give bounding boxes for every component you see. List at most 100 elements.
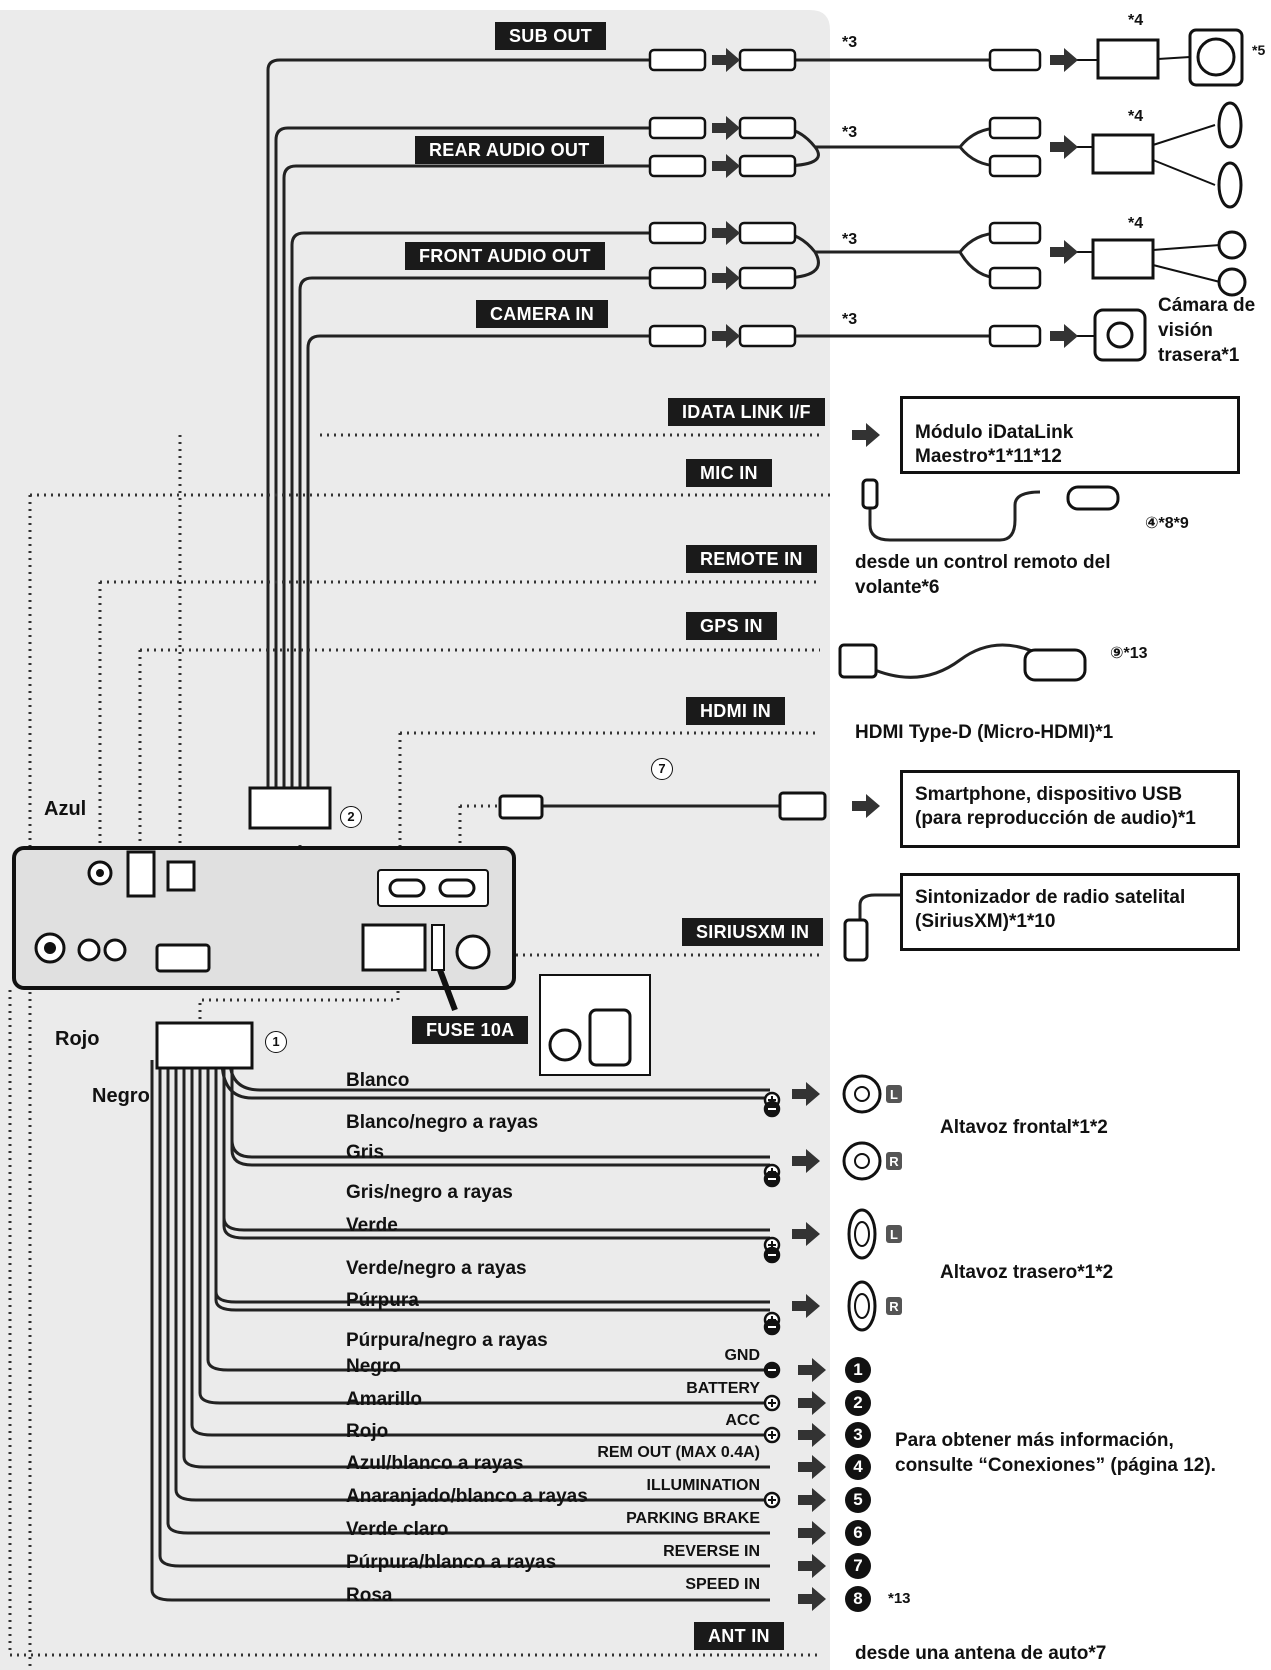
- speaker-wire-label: Verde/negro a rayas: [346, 1258, 527, 1279]
- fuse-tag: FUSE 10A: [412, 1016, 529, 1044]
- rear-speaker-label: Altavoz trasero*1*2: [940, 1262, 1114, 1283]
- rear-audio-out-tag: REAR AUDIO OUT: [415, 136, 604, 164]
- speaker-arrow-1: [792, 1149, 820, 1173]
- rca-arrow-0: [712, 48, 740, 72]
- front-audio-out-tag: FRONT AUDIO OUT: [405, 242, 605, 270]
- camera-in-tag: CAMERA IN: [476, 300, 609, 328]
- note-amp-1: *4: [1128, 12, 1144, 29]
- speaker-side-label: R: [889, 1154, 899, 1169]
- ant-in-tag: ANT IN: [694, 1622, 784, 1650]
- speaker-side-label: L: [890, 1227, 898, 1242]
- idatalink-box: Módulo iDataLink Maestro*1*11*12: [900, 396, 1240, 474]
- mic-in-tag: MIC IN: [686, 459, 772, 487]
- power-wire-label: Púrpura/blanco a rayas: [346, 1552, 557, 1573]
- polarity-minus-icon: [763, 1100, 781, 1118]
- more-info: Para obtener más información, consulte “…: [895, 1430, 1216, 1476]
- note-rear: *3: [842, 124, 858, 141]
- note-subwoofer: *5: [1252, 42, 1266, 58]
- rojo-label: Rojo: [55, 1028, 100, 1050]
- siriusxm-in-tag: SIRIUSXM IN: [682, 918, 824, 946]
- polarity-minus-icon: [763, 1318, 781, 1336]
- negro-label: Negro: [92, 1085, 150, 1107]
- speaker-icon-2: L: [847, 1208, 902, 1260]
- speaker-wire-label: Púrpura: [346, 1290, 419, 1311]
- polarity-minus-icon: [763, 1170, 781, 1188]
- power-arrow-3: [798, 1455, 826, 1479]
- note-camera: *3: [842, 311, 858, 328]
- power-wire-label: Rosa: [346, 1585, 393, 1606]
- connection-number: 1: [845, 1357, 871, 1383]
- connection-number: 8: [845, 1586, 871, 1612]
- gps-in-tag: GPS IN: [686, 612, 777, 640]
- note-amp-2: *4: [1128, 108, 1144, 125]
- idatalink-arrow: [852, 423, 880, 447]
- speaker-wire-label: Blanco/negro a rayas: [346, 1112, 539, 1133]
- connection-number: 7: [845, 1553, 871, 1579]
- rca-arrow-2: [712, 154, 740, 178]
- remote-in-tag: REMOTE IN: [686, 545, 817, 573]
- front-speaker-label: Altavoz frontal*1*2: [940, 1117, 1108, 1138]
- rca-arrow-3: [712, 221, 740, 245]
- polarity-minus-icon: [763, 1246, 781, 1264]
- note-speed: *13: [888, 1590, 911, 1607]
- speaker-side-label: R: [889, 1299, 899, 1314]
- speaker-wire-label: Gris: [346, 1142, 385, 1163]
- signal-label: PARKING BRAKE: [626, 1510, 760, 1527]
- polarity-plus-icon: [763, 1426, 781, 1444]
- speaker-wire-label: Gris/negro a rayas: [346, 1182, 513, 1203]
- antenna-label: desde una antena de auto*7: [855, 1643, 1107, 1664]
- power-arrow-5: [798, 1521, 826, 1545]
- speaker-side-label: L: [890, 1087, 898, 1102]
- signal-label: ACC: [725, 1412, 760, 1429]
- sub-out-tag: SUB OUT: [495, 22, 607, 50]
- connection-number: 6: [845, 1520, 871, 1546]
- speaker-arrow-0: [792, 1082, 820, 1106]
- note-sub: *3: [842, 34, 858, 51]
- note-front: *3: [842, 231, 858, 248]
- speaker-icon-1: R: [842, 1141, 902, 1181]
- signal-label: ILLUMINATION: [646, 1477, 760, 1494]
- power-arrow-6: [798, 1554, 826, 1578]
- signal-label: GND: [724, 1347, 760, 1364]
- power-wire-label: Amarillo: [346, 1389, 423, 1410]
- polarity-minus-icon: [763, 1361, 781, 1379]
- output-arrow-0: [1050, 48, 1078, 72]
- polarity-plus-icon: [763, 1491, 781, 1509]
- connection-number: 4: [845, 1454, 871, 1480]
- sirius-box: Sintonizador de radio satelital (SiriusX…: [900, 873, 1240, 951]
- camera-label: Cámara de visión trasera*1: [1158, 295, 1256, 366]
- rca-arrow-1: [712, 116, 740, 140]
- gps-ref: ⑨*13: [1110, 645, 1148, 662]
- power-arrow-4: [798, 1488, 826, 1512]
- speaker-wire-label: Verde: [346, 1215, 398, 1236]
- power-arrow-0: [798, 1358, 826, 1382]
- signal-label: BATTERY: [686, 1380, 760, 1397]
- signal-label: REM OUT (MAX 0.4A): [597, 1444, 760, 1461]
- rca-arrow-5: [712, 324, 740, 348]
- power-wire-label: Azul/blanco a rayas: [346, 1453, 524, 1474]
- polarity-plus-icon: [763, 1394, 781, 1412]
- signal-label: SPEED IN: [685, 1576, 760, 1593]
- connection-number: 5: [845, 1487, 871, 1513]
- power-arrow-1: [798, 1391, 826, 1415]
- speaker-arrow-2: [792, 1222, 820, 1246]
- signal-label: REVERSE IN: [663, 1543, 760, 1560]
- power-wire-label: Anaranjado/blanco a rayas: [346, 1486, 588, 1507]
- connection-number: 3: [845, 1422, 871, 1448]
- output-arrow-1: [1050, 135, 1078, 159]
- speaker-wire-label: Blanco: [346, 1070, 410, 1091]
- ref-2: 2: [340, 806, 362, 828]
- hdmi-label: HDMI Type-D (Micro-HDMI)*1: [855, 722, 1114, 743]
- speaker-arrow-3: [792, 1294, 820, 1318]
- ref-7: 7: [651, 758, 673, 780]
- power-wire-label: Rojo: [346, 1421, 389, 1442]
- speaker-wire-label: Púrpura/negro a rayas: [346, 1330, 548, 1351]
- mic-ref: ④*8*9: [1145, 515, 1189, 532]
- rca-arrow-4: [712, 266, 740, 290]
- hdmi-in-tag: HDMI IN: [686, 697, 786, 725]
- usb-box: Smartphone, dispositivo USB (para reprod…: [900, 770, 1240, 848]
- output-arrow-3: [1050, 324, 1078, 348]
